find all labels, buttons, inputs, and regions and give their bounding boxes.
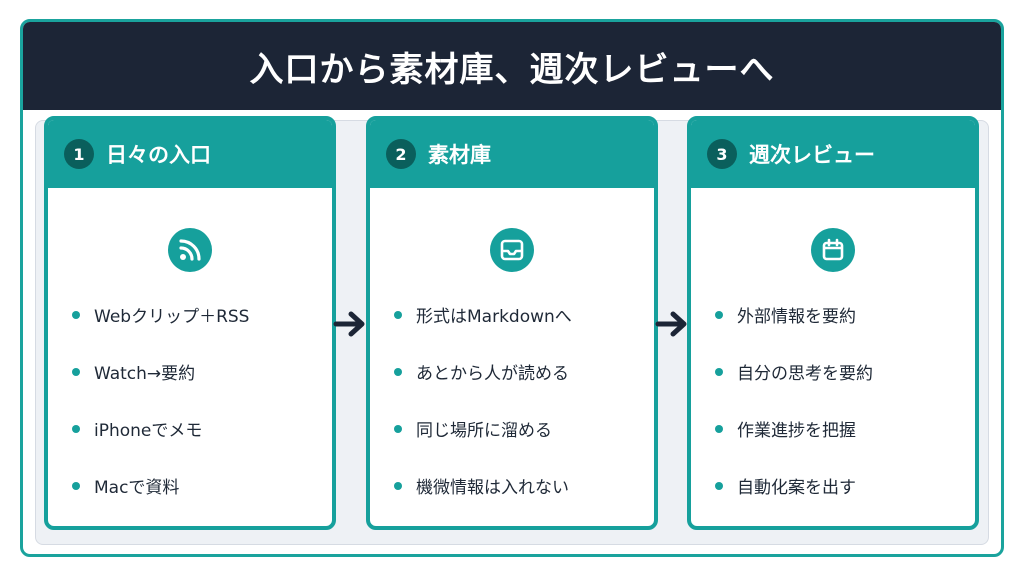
card-header: 1 日々の入口 [48,120,332,188]
bullet-dot [394,367,402,376]
list-item: 機微情報は入れない [394,457,646,514]
list-item-text: 作業進捗を把握 [737,421,856,441]
list-item: iPhoneでメモ [72,400,324,457]
bullet-dot [72,367,80,376]
list-item-text: 自分の思考を要約 [737,364,873,384]
list-item-text: 形式はMarkdownへ [416,307,572,327]
list-item-text: あとから人が読める [416,364,569,384]
rss-icon [168,228,212,272]
list-item: 形式はMarkdownへ [394,286,646,343]
bullet-dot [715,310,723,319]
card-header: 3 週次レビュー [691,120,975,188]
list-item-text: 同じ場所に溜める [416,421,552,441]
list-item-text: 外部情報を要約 [737,307,856,327]
step-number-badge: 2 [386,139,416,169]
bullet-dot [715,481,723,490]
card-header: 2 素材庫 [370,120,654,188]
bullet-dot [394,424,402,433]
list-item: 同じ場所に溜める [394,400,646,457]
calendar-icon [811,228,855,272]
bullet-dot [72,424,80,433]
list-item-text: Webクリップ＋RSS [94,307,250,327]
list-item: あとから人が読める [394,343,646,400]
list-item: 外部情報を要約 [715,286,967,343]
list-item-text: Watch→要約 [94,364,196,384]
page-title: 入口から素材庫、週次レビューへ [249,49,775,90]
title-bar: 入口から素材庫、週次レビューへ [23,22,1001,110]
bullet-dot [72,310,80,319]
list-item: 自分の思考を要約 [715,343,967,400]
list-item: Watch→要約 [72,343,324,400]
card-item-list: 形式はMarkdownへ あとから人が読める 同じ場所に溜める 機微情報は入れな… [394,286,646,514]
list-item: 作業進捗を把握 [715,400,967,457]
list-item-text: 自動化案を出す [737,478,856,498]
list-item: Macで資料 [72,457,324,514]
arrow-right-icon [333,311,365,337]
list-item-text: 機微情報は入れない [416,478,569,498]
bullet-dot [394,481,402,490]
arrow-right-icon [655,311,687,337]
card-item-list: Webクリップ＋RSS Watch→要約 iPhoneでメモ Macで資料 [72,286,324,514]
bullet-dot [72,481,80,490]
list-item: Webクリップ＋RSS [72,286,324,343]
list-item: 自動化案を出す [715,457,967,514]
card-daily-entry: 1 日々の入口 Webクリップ＋RSS Watch→要約 iPhoneでメモ M… [44,116,336,530]
card-title: 日々の入口 [106,143,211,167]
list-item-text: iPhoneでメモ [94,421,203,441]
bullet-dot [715,424,723,433]
list-item-text: Macで資料 [94,478,180,498]
card-material-store: 2 素材庫 形式はMarkdownへ あとから人が読める 同じ場所に溜める 機微… [366,116,658,530]
bullet-dot [715,367,723,376]
inbox-icon [490,228,534,272]
card-weekly-review: 3 週次レビュー 外部情報を要約 自分の思考を要約 作業進捗を把握 自動化案を出… [687,116,979,530]
step-number-badge: 1 [64,139,94,169]
card-title: 素材庫 [428,143,491,167]
card-item-list: 外部情報を要約 自分の思考を要約 作業進捗を把握 自動化案を出す [715,286,967,514]
card-title: 週次レビュー [749,143,875,167]
bullet-dot [394,310,402,319]
step-number-badge: 3 [707,139,737,169]
